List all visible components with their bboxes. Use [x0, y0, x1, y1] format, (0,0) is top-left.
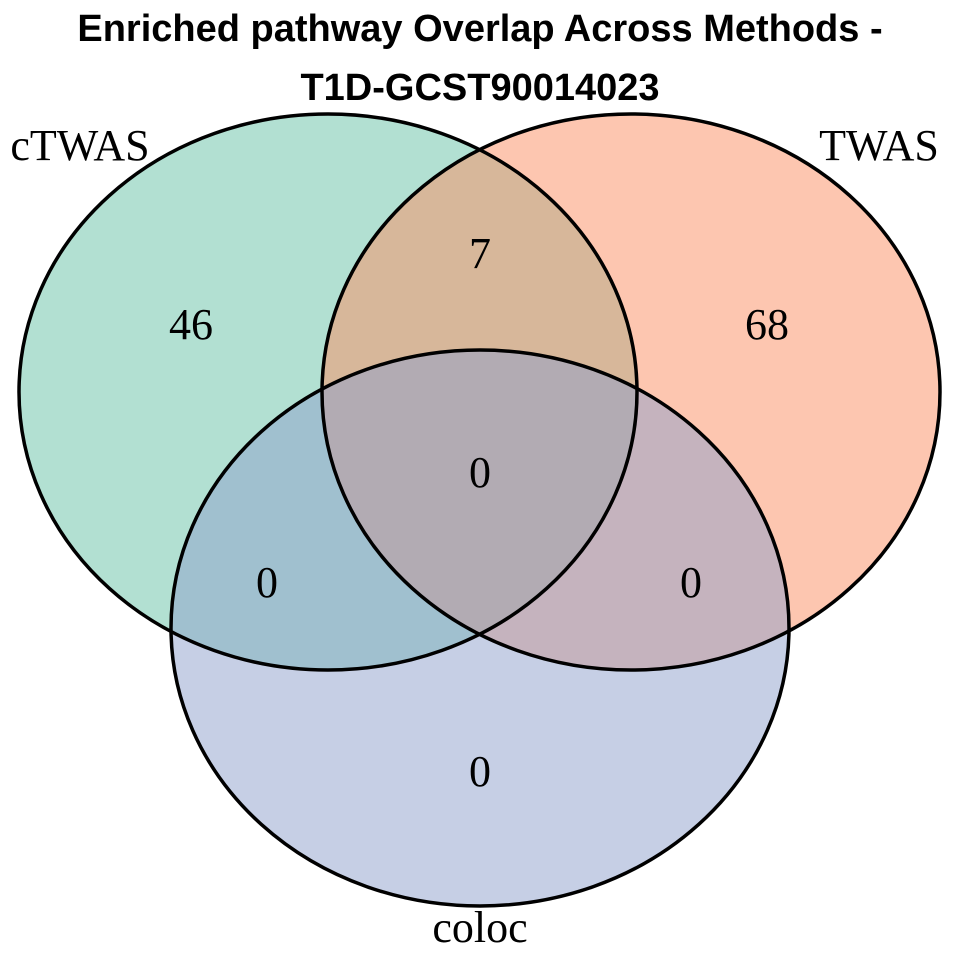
twas-only-count: 68	[745, 300, 789, 349]
twas-coloc-count: 0	[680, 558, 702, 607]
set-outlines	[17, 112, 942, 908]
chart-title: Enriched pathway Overlap Across Methods …	[0, 0, 960, 118]
twas-set-outline	[320, 112, 942, 672]
ctwas-set-label: cTWAS	[10, 121, 149, 170]
title-line-2: T1D-GCST90014023	[300, 67, 660, 109]
ctwas-twas-count: 7	[469, 229, 491, 278]
title-line-1: Enriched pathway Overlap Across Methods …	[77, 8, 883, 50]
set-fills	[19, 114, 940, 906]
twas-set-label: TWAS	[819, 121, 939, 170]
coloc-only-count: 0	[469, 747, 491, 796]
ctwas-only-count: 46	[169, 300, 213, 349]
coloc-set-fill	[171, 350, 789, 906]
ctwas-coloc-count: 0	[256, 558, 278, 607]
all-three-count: 0	[469, 448, 491, 497]
ctwas-set-outline	[17, 112, 639, 672]
coloc-set-outline	[169, 348, 791, 908]
coloc-set-label: coloc	[432, 903, 527, 952]
